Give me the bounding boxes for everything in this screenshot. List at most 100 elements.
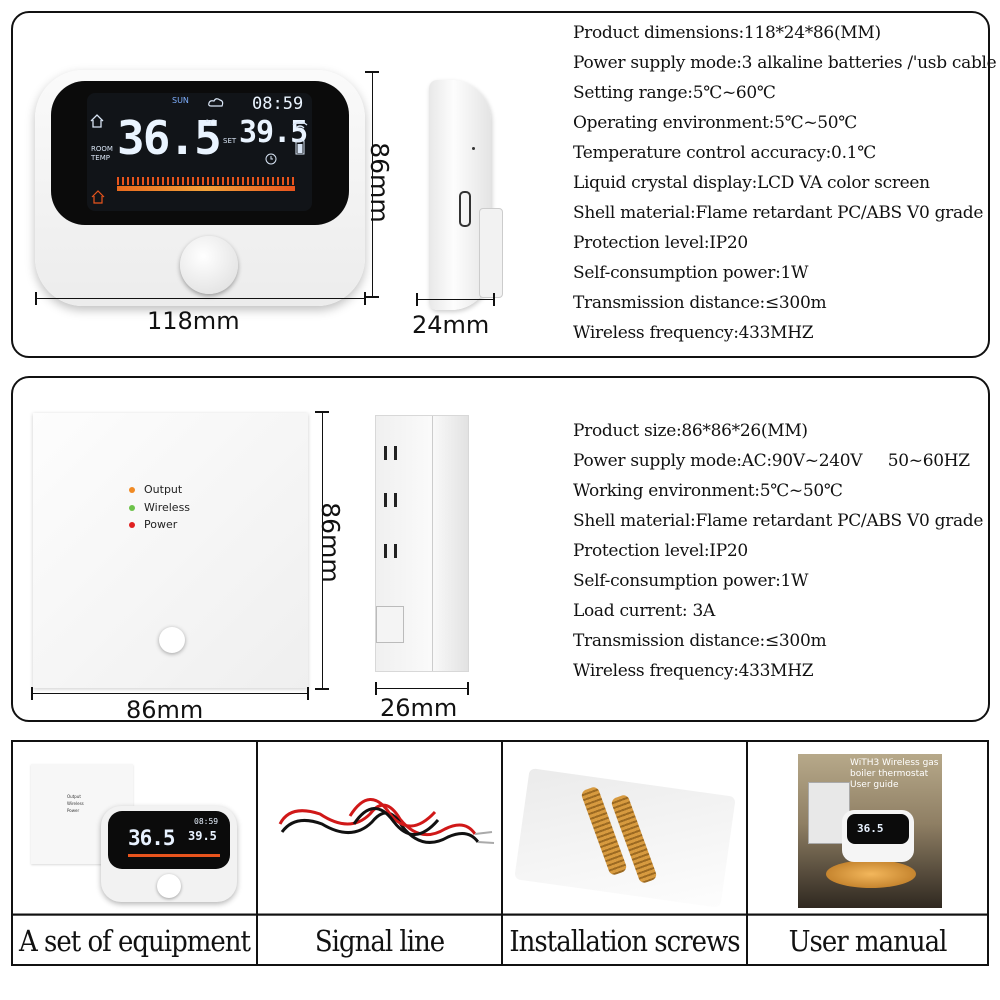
package-caption: A set of equipment <box>13 913 256 969</box>
thermostat-knob <box>180 236 238 294</box>
receiver-button <box>159 627 185 653</box>
spec-item: Setting range:5℃~60℃ <box>573 83 776 103</box>
package-caption: Installation screws <box>503 913 746 969</box>
led-wireless: Wireless <box>129 499 190 517</box>
mini-room-temp: 36.5 <box>128 826 176 850</box>
package-contents-grid: Output Wireless Power 08:59 36.5 39.5 A … <box>11 740 989 966</box>
spec-item: Product dimensions:118*24*86(MM) <box>573 23 881 43</box>
thermostat-spec-panel: SUN 08:59 ROOM TEMP 36.5 °C SET 39.5 <box>11 11 997 358</box>
spec-item: Self-consumption power:1W <box>573 263 809 283</box>
home-icon <box>90 114 104 128</box>
lcd-day: SUN <box>172 96 189 105</box>
height-label: 86mm <box>315 502 345 583</box>
dimension-cap <box>416 293 418 306</box>
spec-item: Protection level:IP20 <box>573 233 748 253</box>
spec-item: Transmission distance:≤300m <box>573 631 827 651</box>
width-dimension-line <box>31 693 308 694</box>
led-dot-icon <box>129 504 135 511</box>
mini-thermostat-image: 08:59 36.5 39.5 <box>101 806 237 902</box>
lcd-room-temperature: 36.5 <box>117 111 222 165</box>
thermostat-spec-list: Product dimensions:118*24*86(MM) Power s… <box>573 18 997 348</box>
package-caption: User manual <box>748 913 987 969</box>
thermostat-side-image <box>429 80 503 310</box>
side-sensor-dot <box>472 147 475 150</box>
lcd-set-label: SET <box>223 137 237 145</box>
thermostat-screen-bezel: SUN 08:59 ROOM TEMP 36.5 °C SET 39.5 <box>51 81 349 225</box>
width-dimension-line <box>35 298 365 299</box>
spec-item: Power supply mode:AC:90V~240V 50~60HZ <box>573 451 970 471</box>
lcd-time: 08:59 <box>252 94 304 114</box>
dimension-cap <box>31 687 33 700</box>
receiver-spec-list: Product size:86*86*26(MM) Power supply m… <box>573 416 983 686</box>
spec-item: Wireless frequency:433MHZ <box>573 323 814 343</box>
receiver-spec-panel: Output Wireless Power 86mm 86mm 26mm Pro… <box>11 376 990 724</box>
spec-item: Temperature control accuracy:0.1℃ <box>573 143 876 163</box>
vent-slot <box>384 446 387 460</box>
height-dimension-line <box>322 411 323 689</box>
spec-item: Working environment:5℃~50℃ <box>573 481 843 501</box>
vent-slot <box>384 544 387 558</box>
manual-stand <box>826 860 916 888</box>
dimension-cap <box>467 682 469 695</box>
usb-port-icon <box>459 191 471 227</box>
spec-item: Transmission distance:≤300m <box>573 293 827 313</box>
lcd-timeline-ticks <box>117 177 295 185</box>
depth-dimension-line <box>416 299 494 300</box>
signal-cable-image <box>278 798 495 844</box>
manual-title: WiTH3 Wireless gas boiler thermostat Use… <box>850 758 939 791</box>
weather-icon <box>208 98 224 107</box>
manual-device: 36.5 <box>842 810 914 862</box>
heating-icon <box>91 190 105 204</box>
mini-screen: 08:59 36.5 39.5 <box>108 811 230 869</box>
mini-led-label: Power <box>67 808 80 813</box>
height-label: 86mm <box>364 142 394 223</box>
mini-bar <box>128 854 220 857</box>
thermostat-front-image: SUN 08:59 ROOM TEMP 36.5 °C SET 39.5 <box>35 70 365 306</box>
led-label: Power <box>144 518 178 531</box>
width-label: 118mm <box>147 307 240 335</box>
depth-label: 24mm <box>412 311 490 339</box>
spec-item: Wireless frequency:433MHZ <box>573 661 814 681</box>
user-manual-image: WiTH3 Wireless gas boiler thermostat Use… <box>798 754 942 908</box>
lcd-temp-label: TEMP <box>91 154 110 162</box>
led-output: Output <box>129 481 190 499</box>
spec-item: Load current: 3A <box>573 601 715 621</box>
led-power: Power <box>129 516 190 534</box>
dimension-cap <box>35 292 37 305</box>
led-dot-icon <box>129 487 135 493</box>
dimension-cap <box>365 296 379 298</box>
receiver-front-image: Output Wireless Power <box>33 413 308 688</box>
mini-knob <box>157 874 181 898</box>
package-item-signal-line: Signal line <box>258 742 503 964</box>
vent-slot <box>394 544 397 558</box>
spec-item: Shell material:Flame retardant PC/ABS V0… <box>573 203 984 223</box>
mini-set-temp: 39.5 <box>188 829 217 843</box>
dimension-cap <box>375 682 377 695</box>
clock-icon <box>265 153 277 165</box>
manual-title-line: WiTH3 Wireless gas <box>850 758 939 768</box>
spec-item: Power supply mode:3 alkaline batteries /… <box>573 53 997 73</box>
manual-title-line: boiler thermostat <box>850 769 929 779</box>
dimension-cap <box>493 293 495 306</box>
package-caption: Signal line <box>258 913 501 969</box>
height-dimension-line <box>372 71 373 297</box>
lcd-room-label: ROOM <box>91 145 113 153</box>
led-label: Wireless <box>144 500 191 514</box>
wifi-icon <box>292 121 308 132</box>
dimension-cap <box>365 71 379 73</box>
mini-led-label: Wireless <box>67 801 84 806</box>
side-notch <box>376 606 404 643</box>
package-item-manual: WiTH3 Wireless gas boiler thermostat Use… <box>748 742 987 964</box>
lcd-display: SUN 08:59 ROOM TEMP 36.5 °C SET 39.5 <box>87 93 312 211</box>
spec-item: Protection level:IP20 <box>573 541 748 561</box>
lcd-set-temperature: 39.5 <box>239 115 308 150</box>
spec-item: Operating environment:5℃~50℃ <box>573 113 858 133</box>
receiver-led-list: Output Wireless Power <box>129 481 190 534</box>
spec-item: Self-consumption power:1W <box>573 571 809 591</box>
led-dot-icon <box>129 522 135 528</box>
side-edge <box>432 416 433 671</box>
mini-time: 08:59 <box>194 817 219 826</box>
package-item-equipment: Output Wireless Power 08:59 36.5 39.5 A … <box>13 742 258 964</box>
receiver-side-image <box>375 415 469 672</box>
dimension-cap <box>315 688 329 690</box>
